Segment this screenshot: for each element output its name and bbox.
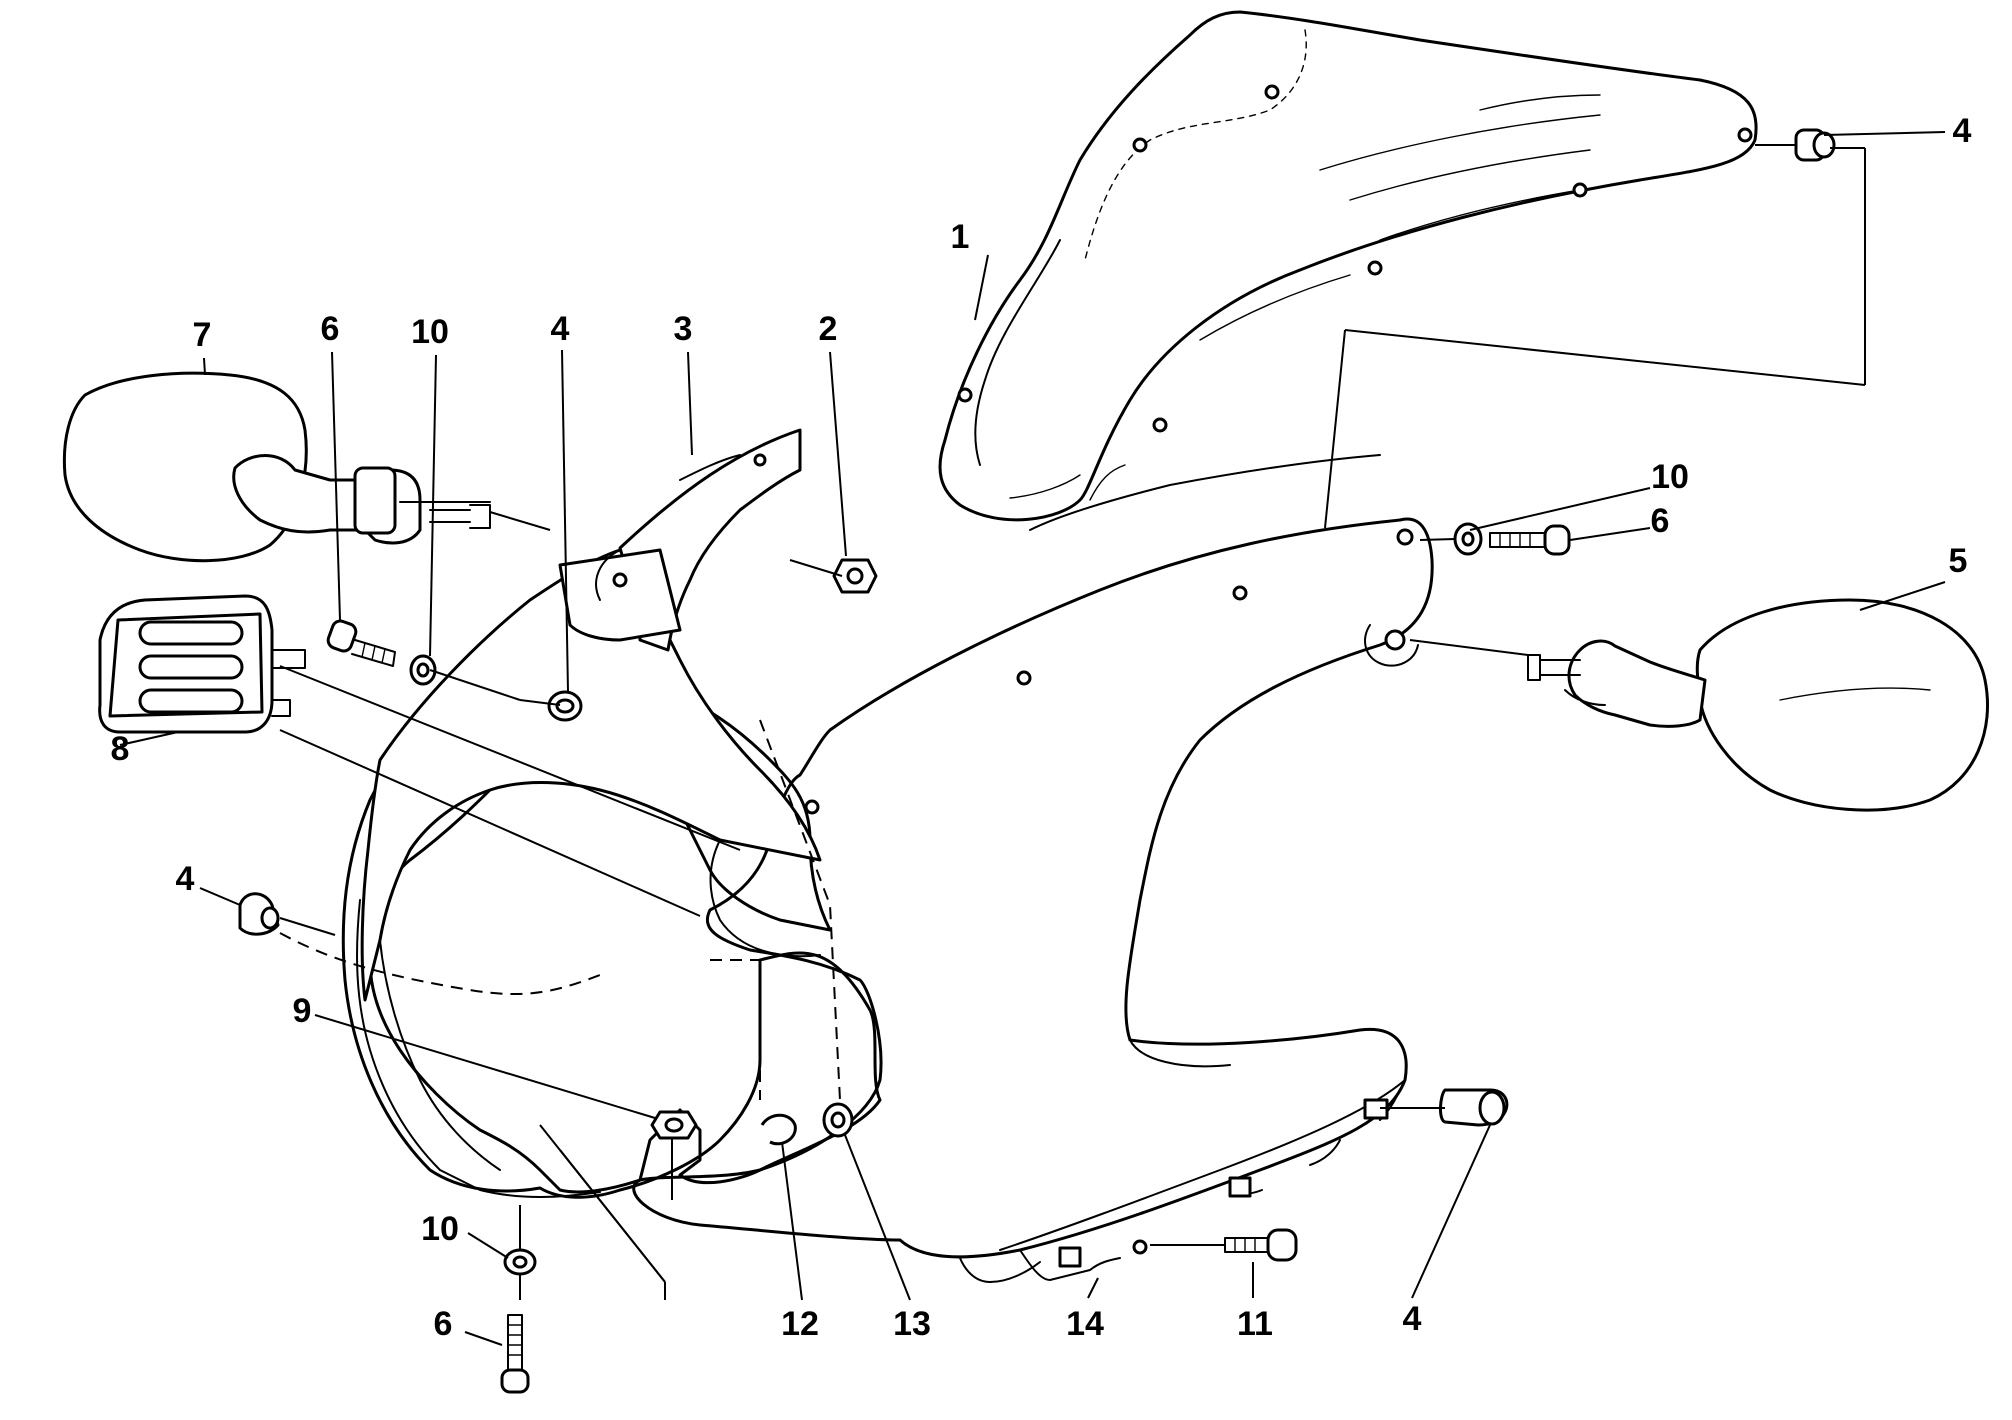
callout-8: 8	[111, 730, 130, 768]
grommet-part-4-left	[238, 892, 280, 936]
washer-part-10-bottom	[503, 1248, 537, 1276]
assembly-leader-lines	[279, 144, 1866, 1300]
windscreen-part	[938, 10, 1758, 522]
main-fairing-part	[632, 454, 1434, 1283]
callout-11: 11	[1237, 1305, 1273, 1343]
callout-10-bottom: 10	[421, 1210, 459, 1248]
callout-10-right: 10	[1651, 458, 1689, 496]
callout-4-left: 4	[176, 860, 195, 898]
callout-7: 7	[193, 316, 212, 354]
callout-12: 12	[781, 1305, 819, 1343]
screw-part-11	[1224, 1228, 1298, 1262]
callout-13: 13	[893, 1305, 931, 1343]
callout-5: 5	[1949, 542, 1968, 580]
callout-6-right: 6	[1651, 502, 1670, 540]
bolt-part-6-left	[326, 619, 396, 667]
left-mirror-part	[62, 371, 551, 563]
callout-6-bottom: 6	[434, 1305, 453, 1343]
callout-10-left: 10	[411, 313, 449, 351]
right-mirror-part	[1527, 598, 1990, 812]
grommet-part-13	[822, 1102, 854, 1138]
callout-4-bottom: 4	[1403, 1300, 1422, 1338]
grommet-part-4-bottom	[1439, 1088, 1509, 1127]
bolt-part-6-right	[1489, 524, 1571, 556]
vent-cover-part	[98, 594, 306, 734]
mounting-bracket-part	[558, 428, 802, 652]
callout-1: 1	[951, 218, 970, 256]
side-fairing-part	[279, 548, 882, 1199]
callout-9: 9	[293, 992, 312, 1030]
callout-4-top: 4	[1953, 112, 1972, 150]
callout-2: 2	[819, 310, 838, 348]
grommet-part-4-top	[1794, 128, 1836, 162]
washer-part-10-left	[409, 654, 437, 686]
callout-14: 14	[1066, 1305, 1104, 1343]
callout-3: 3	[674, 310, 693, 348]
callout-6-left: 6	[321, 310, 340, 348]
nut-part-9	[650, 1110, 698, 1140]
callout-leaders	[119, 131, 1946, 1346]
nut-part-2	[832, 558, 878, 594]
grommet-part-4-upper	[547, 690, 583, 722]
callout-4-bracket: 4	[551, 310, 570, 348]
clip-part-12	[760, 1113, 797, 1146]
bolt-part-6-bottom	[500, 1314, 530, 1394]
